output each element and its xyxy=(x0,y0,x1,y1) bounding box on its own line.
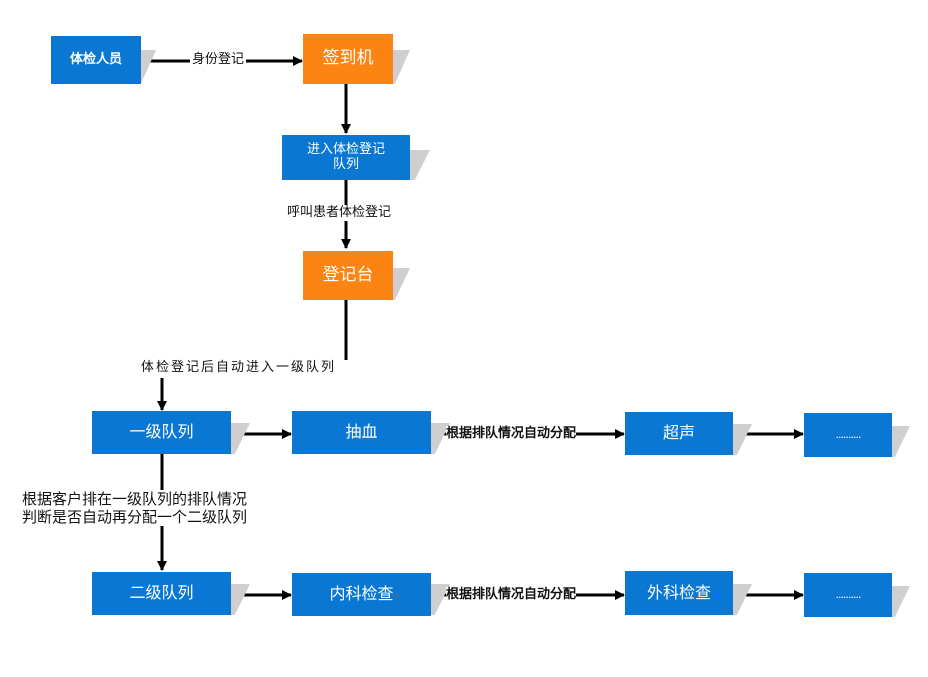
node-surgical-exam: 外科检查 xyxy=(625,571,733,615)
node-level1-queue: 一级队列 xyxy=(92,411,231,454)
node-level2-queue: 二级队列 xyxy=(92,572,231,615)
edge-label-auto-assign-2: 根据排队情况自动分配 xyxy=(446,587,577,603)
node-registration-desk: 登记台 xyxy=(303,251,393,300)
node-checkin-machine: 签到机 xyxy=(303,34,393,84)
node-staff: 体检人员 xyxy=(51,36,141,84)
edge-label-level2-decision: 根据客户排在一级队列的排队情况 判断是否自动再分配一个二级队列 xyxy=(22,490,248,526)
node-ultrasound: 超声 xyxy=(625,412,733,455)
level2-decision-line2: 判断是否自动再分配一个二级队列 xyxy=(22,508,248,526)
level2-decision-line1: 根据客户排在一级队列的排队情况 xyxy=(22,490,248,508)
edge-label-auto-assign-1: 根据排队情况自动分配 xyxy=(446,426,577,442)
edge-label-identity-registration: 身份登记 xyxy=(190,52,247,68)
edge-label-auto-enter-level1: 体检登记后自动进入一级队列 xyxy=(141,360,337,376)
node-internal-exam: 内科检查 xyxy=(292,573,431,616)
node-blood-draw: 抽血 xyxy=(292,411,431,454)
edge-label-call-patient: 呼叫患者体检登记 xyxy=(287,205,392,221)
node-more-2: .......... xyxy=(804,573,892,617)
node-registration-queue: 进入体检登记 队列 xyxy=(282,135,410,180)
node-more-1: .......... xyxy=(804,413,892,457)
